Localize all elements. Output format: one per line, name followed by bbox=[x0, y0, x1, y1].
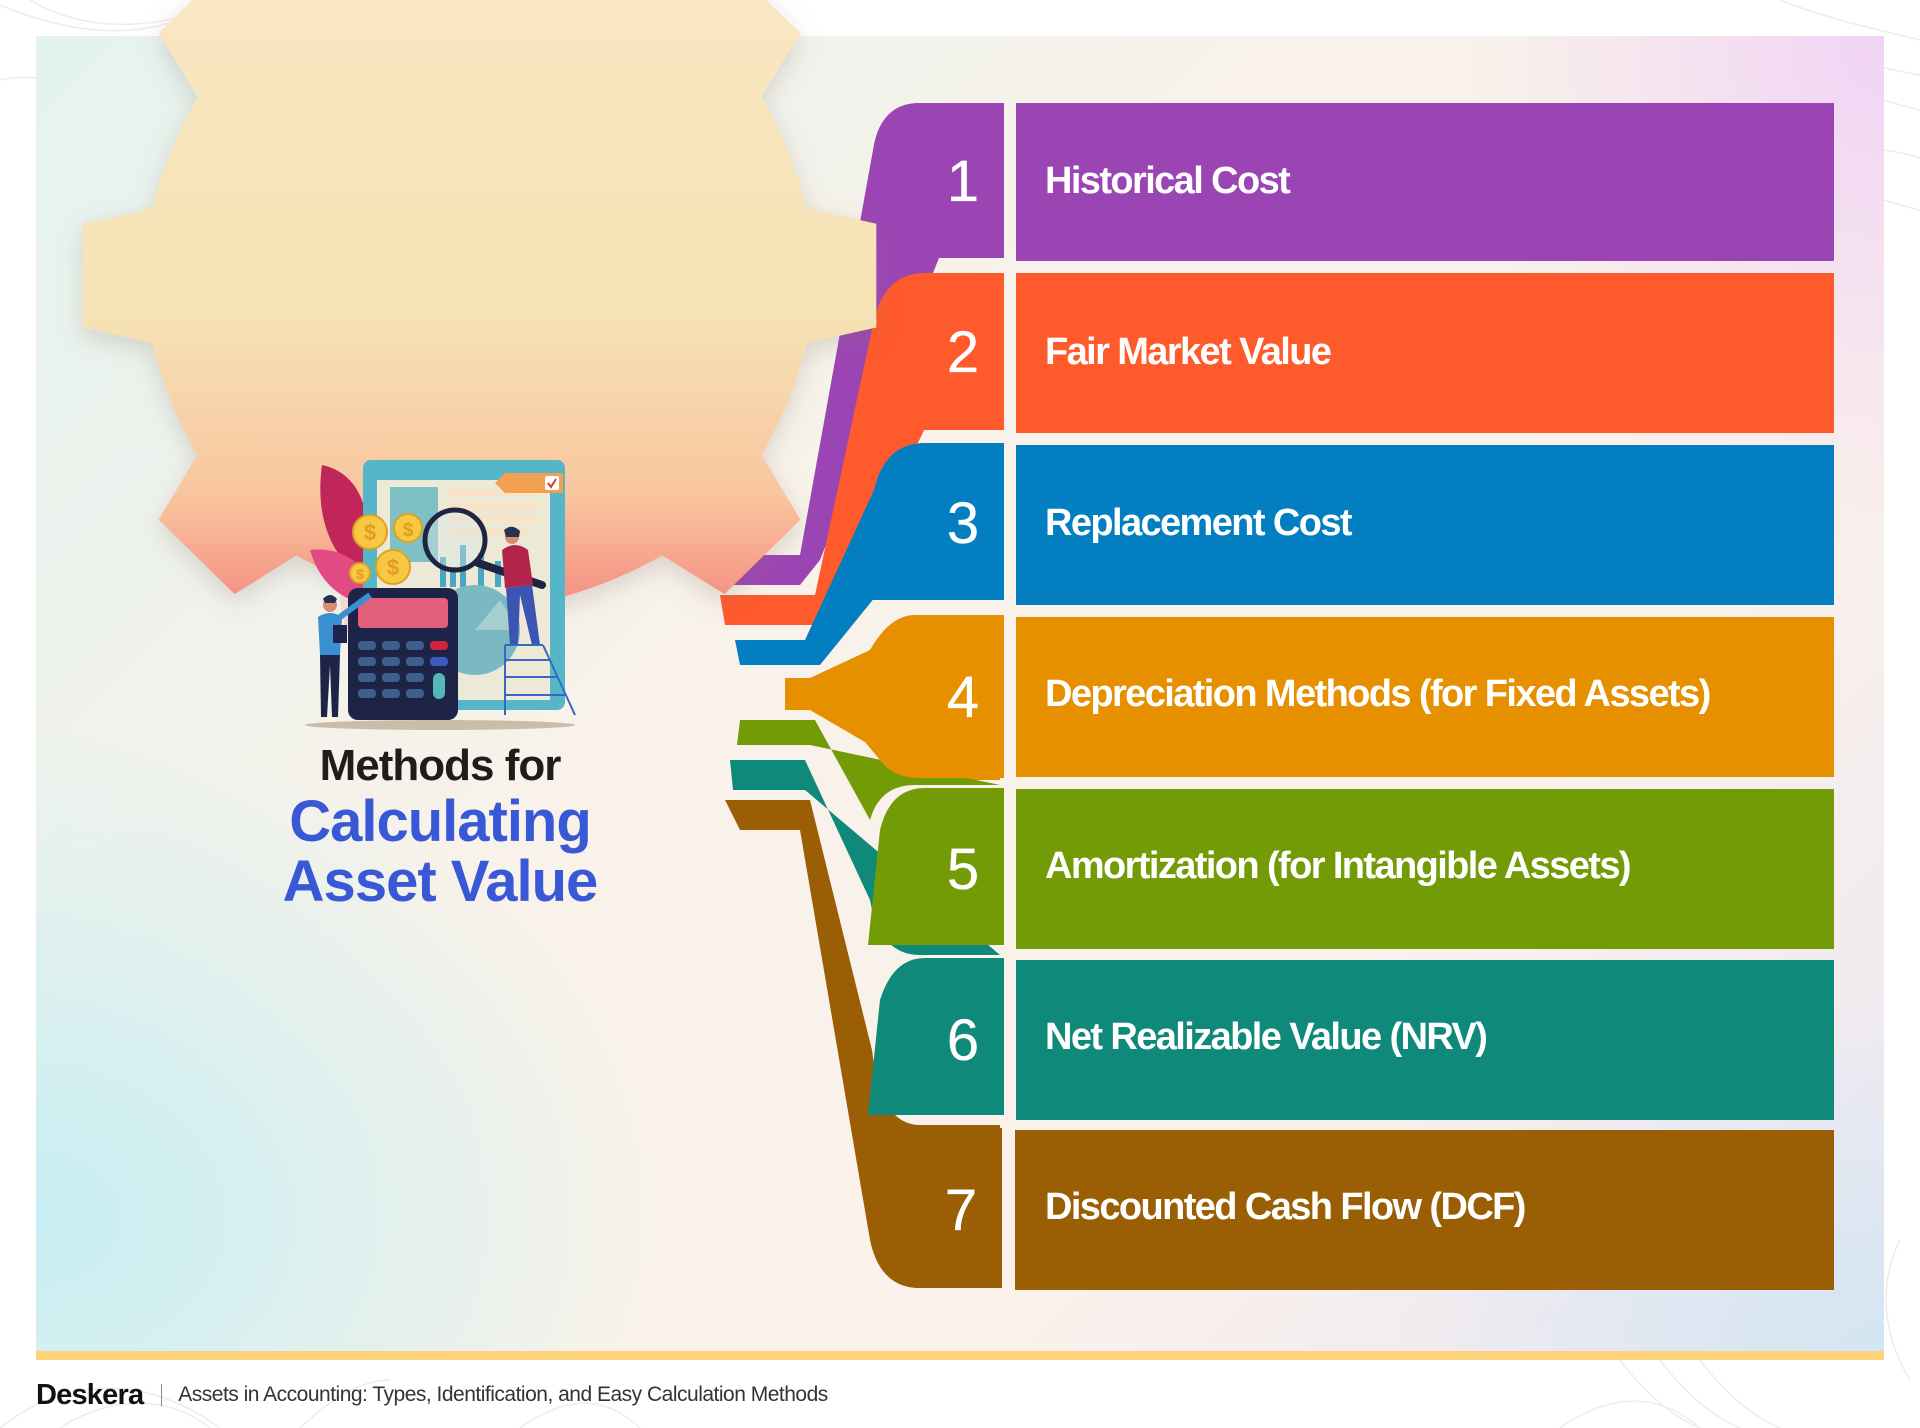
page-title: Methods for Calculating Asset Value bbox=[220, 740, 660, 912]
calculator-illustration: $ $ $ $ bbox=[305, 460, 576, 730]
number-tabs bbox=[830, 103, 1004, 1288]
method-number-2: 2 bbox=[946, 320, 980, 385]
method-number-6: 6 bbox=[946, 1008, 980, 1073]
title-line-methods-for: Methods for bbox=[319, 741, 562, 790]
method-label-depreciation-methods: Depreciation Methods (for Fixed Assets) bbox=[1045, 673, 1711, 715]
accent-bar bbox=[36, 1351, 1884, 1360]
method-label-net-realizable-value: Net Realizable Value (NRV) bbox=[1045, 1016, 1488, 1058]
title-line-asset-value: Asset Value bbox=[282, 849, 599, 914]
method-label-fair-market-value: Fair Market Value bbox=[1045, 331, 1332, 373]
svg-text:$: $ bbox=[356, 566, 364, 582]
svg-text:$: $ bbox=[364, 520, 376, 545]
svg-text:$: $ bbox=[403, 520, 414, 541]
method-number-5: 5 bbox=[946, 837, 980, 902]
man-with-clipboard bbox=[318, 592, 372, 717]
leaf-icon bbox=[320, 465, 368, 575]
footer-divider bbox=[161, 1384, 163, 1406]
gear-shape bbox=[82, 0, 877, 669]
man-with-magnifier bbox=[502, 526, 540, 645]
method-label-discounted-cash-flow: Discounted Cash Flow (DCF) bbox=[1045, 1186, 1526, 1228]
method-number-3: 3 bbox=[946, 491, 980, 556]
dollar-coin-icon: $ $ $ $ bbox=[349, 513, 423, 585]
footer: Deskera Assets in Accounting: Types, Ide… bbox=[36, 1378, 828, 1412]
label-bars bbox=[1015, 103, 1834, 1290]
ladder-icon bbox=[504, 644, 576, 716]
method-label-historical-cost: Historical Cost bbox=[1045, 160, 1291, 202]
method-label-replacement-cost: Replacement Cost bbox=[1045, 502, 1353, 544]
title-line-calculating: Calculating bbox=[289, 789, 592, 854]
calculator-icon bbox=[348, 588, 458, 720]
method-number-7: 7 bbox=[944, 1178, 978, 1243]
method-number-4: 4 bbox=[946, 665, 980, 730]
article-title: Assets in Accounting: Types, Identificat… bbox=[178, 1383, 828, 1406]
brand-logo: Deskera bbox=[36, 1378, 144, 1411]
method-number-1: 1 bbox=[946, 149, 980, 214]
method-label-amortization: Amortization (for Intangible Assets) bbox=[1045, 845, 1632, 887]
svg-text:$: $ bbox=[387, 555, 399, 580]
